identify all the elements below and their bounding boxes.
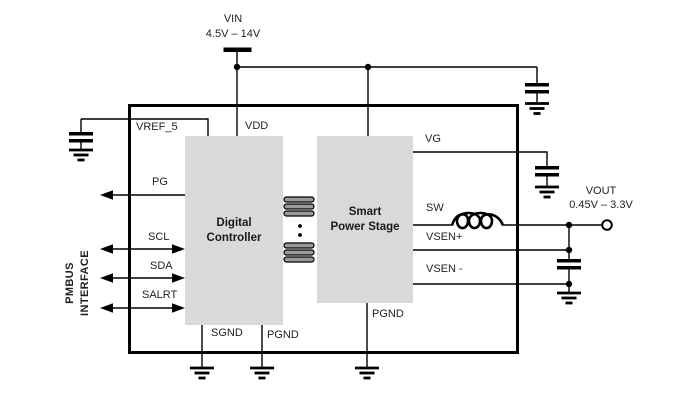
vout-terminal-icon (601, 219, 613, 231)
pin-label-sgnd: SGND (211, 327, 243, 339)
pmbus-interface-label: PMBUS INTERFACE (63, 223, 95, 343)
vref5-capacitor-icon (69, 119, 93, 149)
digital-controller-label-line2: Controller (206, 231, 262, 244)
vin-range: 4.5V – 14V (205, 28, 261, 40)
vout-label: VOUT 0.45V – 3.3V (551, 184, 651, 212)
vg-capacitor-icon (535, 166, 559, 186)
pin-label-pgnd-stage: PGND (372, 308, 404, 320)
vg-wire (413, 151, 548, 166)
input-capacitor-icon (525, 67, 549, 102)
pin-label-vsen-plus: VSEN+ (426, 231, 463, 243)
pin-label-pgnd-controller: PGND (267, 329, 299, 341)
pin-label-vdd: VDD (245, 120, 269, 132)
sgnd-ground-icon (190, 366, 214, 380)
salrt-arrow (100, 303, 185, 313)
smart-power-stage-label-line1: Smart (348, 205, 382, 218)
input-ground-icon (525, 102, 549, 115)
vout-range: 0.45V – 3.3V (569, 199, 633, 211)
pin-label-vsen-minus: VSEN - (426, 263, 463, 275)
digital-controller-label-line1: Digital (216, 216, 252, 229)
pin-label-pg: PG (152, 176, 168, 188)
scl-arrow (100, 244, 185, 254)
pin-label-sda: SDA (150, 260, 173, 272)
inductor-icon (450, 211, 505, 230)
isolation-bus-icon (283, 196, 315, 263)
sense-capacitor-icon (557, 250, 581, 284)
pgnd-stage-ground-icon (355, 366, 379, 380)
sda-arrow (100, 273, 185, 283)
pgnd-controller-ground-icon (250, 366, 274, 380)
pg-arrowhead-icon (100, 190, 113, 200)
pin-label-scl: SCL (148, 231, 170, 243)
pmbus-line2: INTERFACE (79, 250, 91, 316)
vref5-ground-icon (69, 148, 93, 162)
vg-ground-icon (535, 185, 559, 199)
pin-label-vg: VG (425, 133, 441, 145)
vin-name: VIN (223, 13, 243, 25)
sense-ground-icon (557, 291, 581, 305)
pin-label-salrt: SALRT (142, 289, 178, 301)
smart-power-stage-label-line2: Power Stage (330, 220, 400, 233)
digital-controller-block: Digital Controller (185, 136, 283, 325)
junction-dots (233, 63, 573, 288)
ellipsis-dots-icon (298, 224, 302, 237)
vin-label: VIN 4.5V – 14V (183, 12, 283, 42)
vref5-wire (81, 118, 209, 136)
smart-power-stage-block: Smart Power Stage (317, 136, 413, 303)
vout-name: VOUT (585, 185, 617, 197)
pin-label-vref5: VREF_5 (136, 121, 178, 133)
pin-label-sw: SW (426, 202, 444, 214)
module-boundary-box (128, 104, 519, 354)
pmbus-line1: PMBUS (64, 262, 76, 304)
